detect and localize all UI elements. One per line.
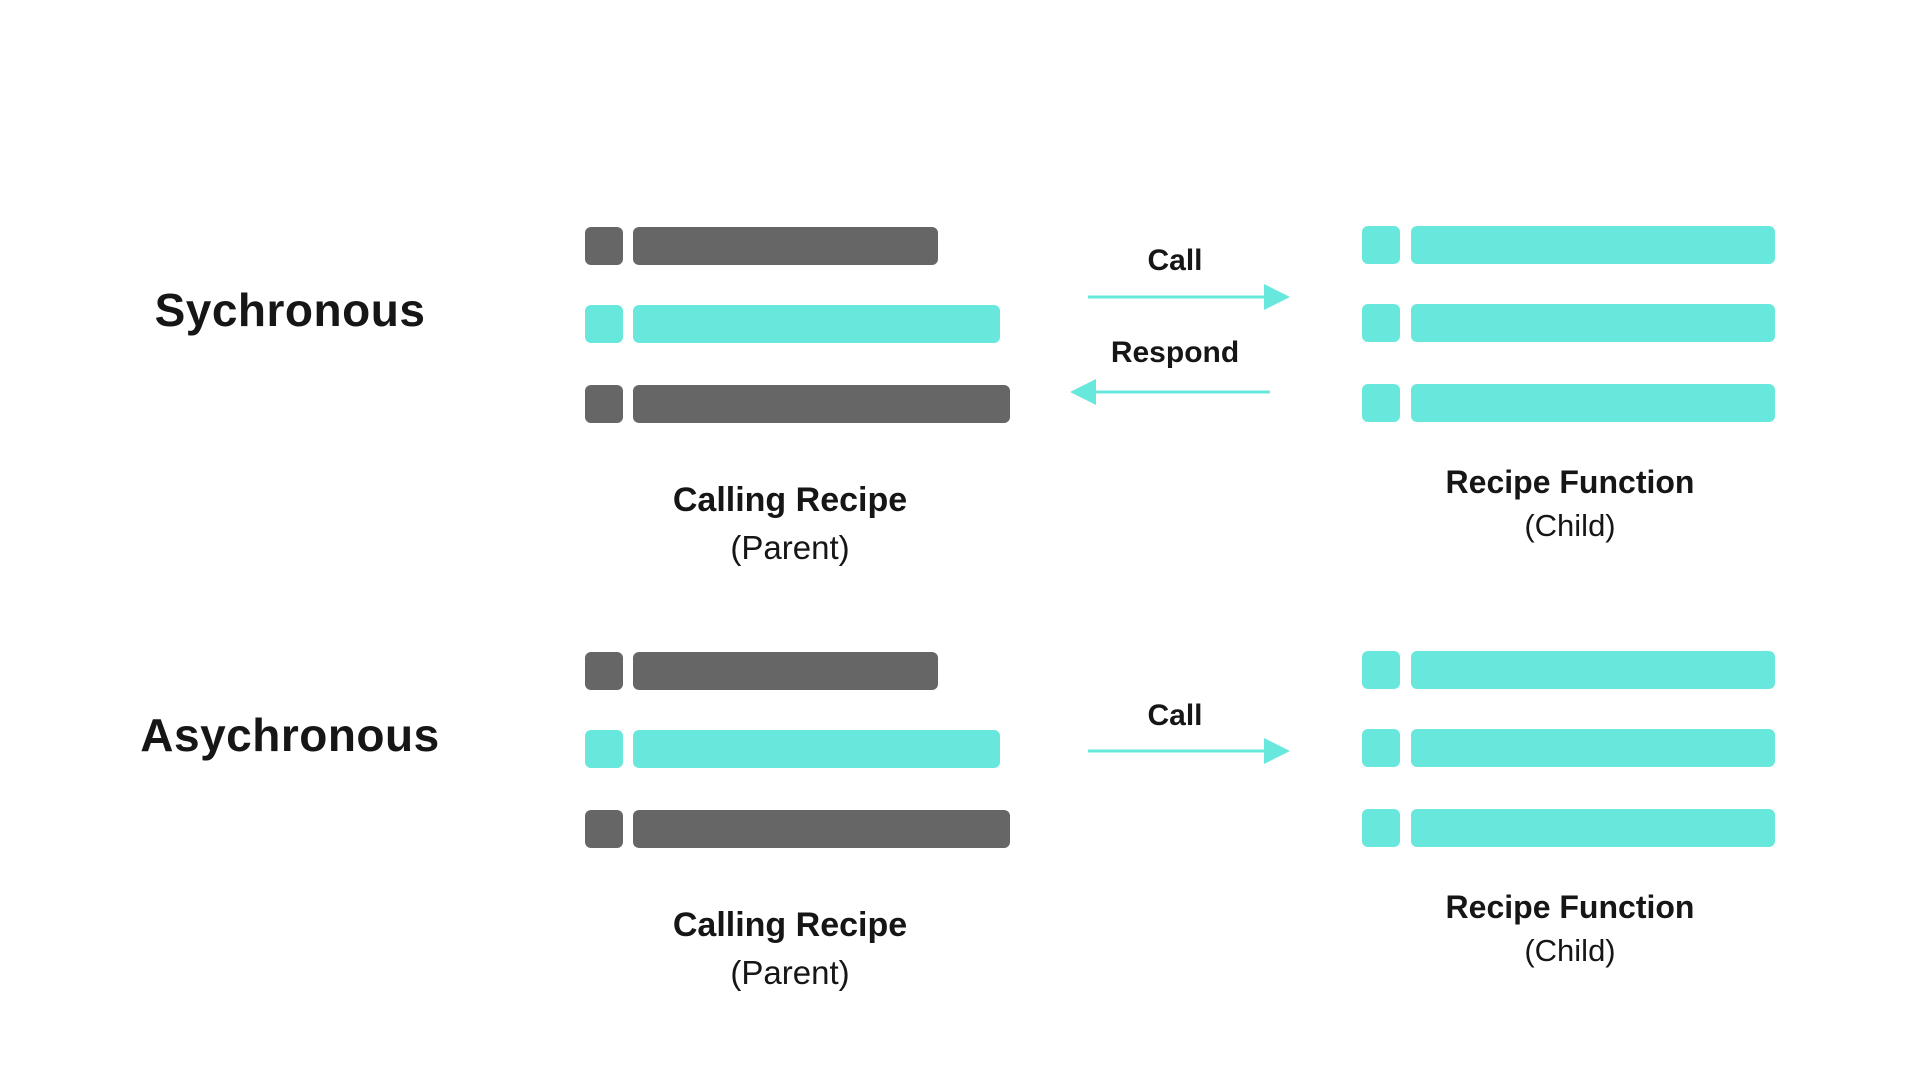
child-step-2-bar xyxy=(1411,729,1775,767)
parent-step-2-marker xyxy=(585,730,623,768)
parent-step-1-bar xyxy=(633,227,938,265)
parent-name: Calling Recipe xyxy=(672,906,908,944)
child-step-1-marker xyxy=(1362,651,1400,689)
child-step-2-marker xyxy=(1362,729,1400,767)
parent-step-3-bar xyxy=(633,385,1010,423)
parent-name: Calling Recipe xyxy=(672,481,908,519)
respond-arrow-label: Respond xyxy=(1110,336,1240,369)
call-arrow-label: Call xyxy=(1147,699,1203,732)
parent-step-1-bar xyxy=(633,652,938,690)
parent-step-2-bar xyxy=(633,730,1000,768)
call-arrow xyxy=(1088,284,1290,310)
parent-role: (Parent) xyxy=(730,954,850,991)
parent-step-3-bar xyxy=(633,810,1010,848)
parent-step-1-marker xyxy=(585,652,623,690)
child-step-1-marker xyxy=(1362,226,1400,264)
parent-step-2-bar xyxy=(633,305,1000,343)
child-step-3-bar xyxy=(1411,809,1775,847)
child-role: (Child) xyxy=(1524,508,1616,543)
child-step-2-bar xyxy=(1411,304,1775,342)
parent-role: (Parent) xyxy=(730,529,850,566)
child-step-1-bar xyxy=(1411,651,1775,689)
child-caption: Recipe Function (Child) xyxy=(1360,885,1780,973)
child-step-3-marker xyxy=(1362,384,1400,422)
synchronous-title: Sychronous xyxy=(154,284,426,336)
parent-step-1-marker xyxy=(585,227,623,265)
parent-step-3-marker xyxy=(585,385,623,423)
call-arrow xyxy=(1088,738,1290,764)
sync-arrows xyxy=(1070,284,1290,405)
async-arrows xyxy=(1088,738,1290,764)
child-step-3-bar xyxy=(1411,384,1775,422)
child-caption: Recipe Function (Child) xyxy=(1360,460,1780,548)
asynchronous-section: Asychronous Call xyxy=(0,425,1920,991)
child-role: (Child) xyxy=(1524,933,1616,968)
parent-step-2-marker xyxy=(585,305,623,343)
child-step-3-marker xyxy=(1362,809,1400,847)
call-arrow-label: Call xyxy=(1147,244,1203,277)
parent-caption: Calling Recipe (Parent) xyxy=(580,476,1000,572)
child-name: Recipe Function xyxy=(1445,889,1695,925)
child-step-2-marker xyxy=(1362,304,1400,342)
asynchronous-title: Asychronous xyxy=(140,709,440,761)
synchronous-section: Sychronous Call Respond xyxy=(0,0,1920,566)
parent-step-3-marker xyxy=(585,810,623,848)
respond-arrow xyxy=(1070,379,1270,405)
parent-caption: Calling Recipe (Parent) xyxy=(580,901,1000,997)
child-name: Recipe Function xyxy=(1445,464,1695,500)
child-step-1-bar xyxy=(1411,226,1775,264)
